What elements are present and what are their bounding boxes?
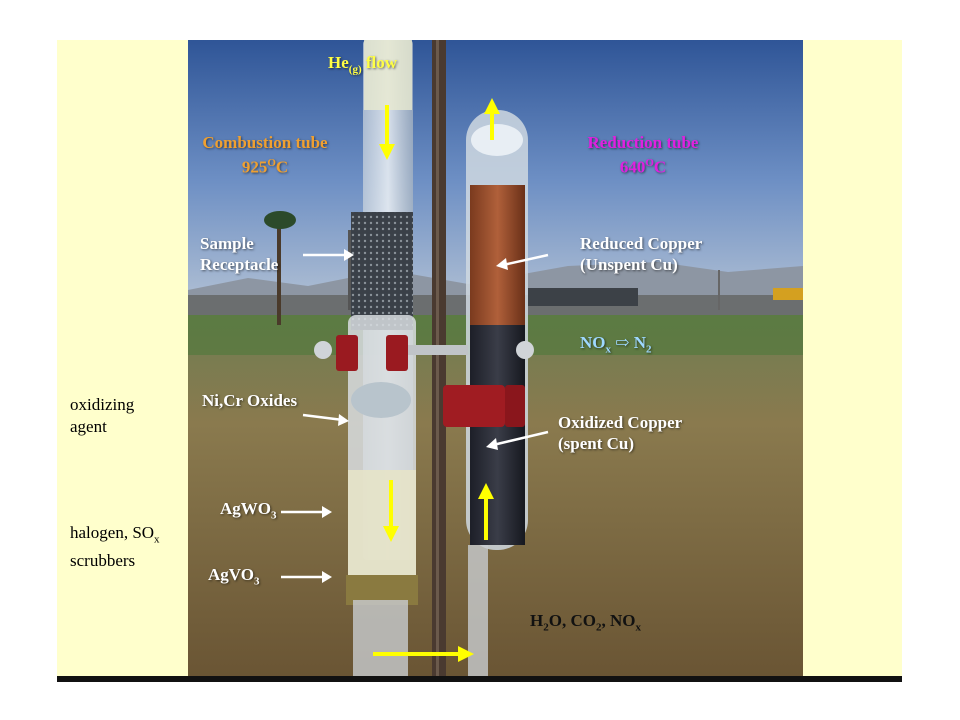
combustion-title: Combustion tube xyxy=(202,133,328,152)
halogen-text: halogen, SO xyxy=(70,523,155,542)
reduction-unit: C xyxy=(653,157,667,177)
products-label: H2O, CO2, NOx xyxy=(530,610,641,638)
flow-text: flow xyxy=(361,53,398,72)
nox-subscript: x xyxy=(605,343,612,356)
reduced-copper-label: Reduced Copper (Unspent Cu) xyxy=(580,233,702,275)
n2-subscript: 2 xyxy=(646,343,652,356)
scrubbers-text: scrubbers xyxy=(70,551,136,571)
agvo-subscript: 3 xyxy=(253,575,260,588)
halogen-scrubbers-label: halogen, SOx scrubbers xyxy=(70,522,190,572)
receptacle-text: Receptacle xyxy=(200,255,279,274)
agwo-text: AgWO xyxy=(220,499,271,518)
reduction-tube-label: Reduction tube 640OC xyxy=(563,132,723,178)
oxidized-copper-text: Oxidized Copper xyxy=(558,413,683,432)
combustion-tube-label: Combustion tube 925OC xyxy=(190,132,340,178)
agvo3-label: AgVO3 xyxy=(208,564,259,592)
no-text: , NO xyxy=(601,611,636,630)
co2-subscript: 2 xyxy=(595,621,602,634)
he-text: He xyxy=(328,53,349,72)
sox-subscript: x xyxy=(154,533,160,546)
nox-n2-label: NOx ⇨ N2 xyxy=(580,332,652,360)
photo-illustration xyxy=(188,40,803,676)
h2-subscript: 2 xyxy=(543,621,549,634)
o-co-text: O, CO xyxy=(548,611,596,630)
agvo-text: AgVO xyxy=(208,565,254,584)
agwo3-label: AgWO3 xyxy=(220,498,277,526)
sample-receptacle-label: Sample Receptacle xyxy=(200,233,278,275)
reduction-temp: 640OC xyxy=(563,153,723,178)
oxidized-copper-label: Oxidized Copper (spent Cu) xyxy=(558,412,682,454)
reduction-title: Reduction tube xyxy=(587,133,699,152)
h-text: H xyxy=(530,611,544,630)
combustion-degree: O xyxy=(267,157,276,169)
nox-text: NO xyxy=(580,333,606,352)
combustion-temp-value: 925 xyxy=(241,157,268,177)
combustion-temp: 925OC xyxy=(190,153,340,178)
n2-text: ⇨ N xyxy=(611,333,647,352)
unspent-cu-text: (Unspent Cu) xyxy=(580,255,678,274)
reduction-degree: O xyxy=(645,157,654,169)
nox-products-subscript: x xyxy=(635,621,641,634)
reduction-temp-value: 640 xyxy=(619,157,646,177)
bottom-rule xyxy=(57,676,902,682)
apparatus-photo: He(g) flow Combustion tube 925OC Reducti… xyxy=(188,40,803,676)
he-subscript: (g) xyxy=(348,63,362,76)
agwo-subscript: 3 xyxy=(271,509,277,522)
spent-cu-text: (spent Cu) xyxy=(558,434,635,453)
nicr-oxides-label: Ni,Cr Oxides xyxy=(202,390,297,411)
combustion-unit: C xyxy=(275,157,289,177)
reduced-copper-text: Reduced Copper xyxy=(580,234,703,253)
nicr-text: Ni,Cr Oxides xyxy=(202,391,298,410)
sample-text: Sample xyxy=(200,234,254,253)
he-flow-label: He(g) flow xyxy=(328,52,397,80)
